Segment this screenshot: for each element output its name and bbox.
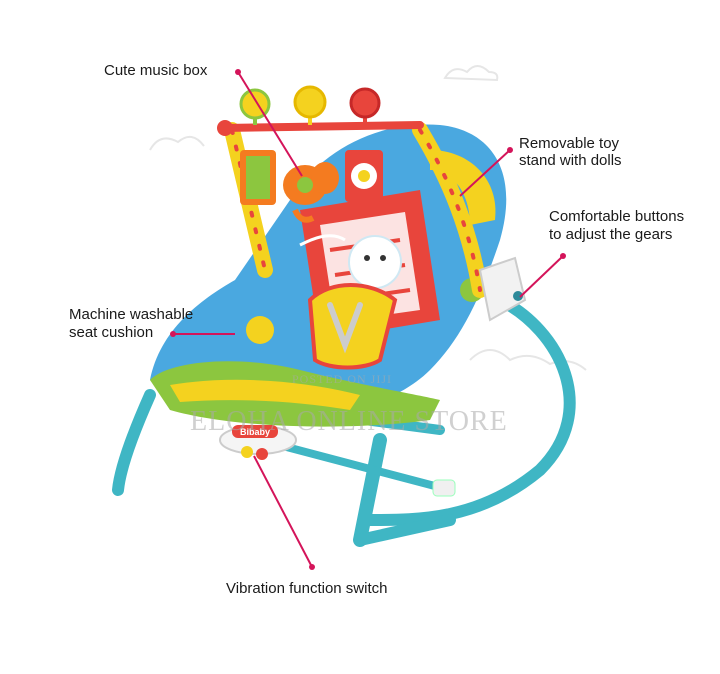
pointer-dots xyxy=(170,69,566,570)
pointer-music-box xyxy=(237,71,303,177)
label-music-box: Cute music box xyxy=(104,62,208,79)
hanging-toys xyxy=(239,85,383,205)
pointer-toy-stand xyxy=(459,149,511,197)
label-cushion-line1: Machine washable xyxy=(69,306,194,323)
rocker-base-frame xyxy=(112,294,576,547)
label-toy-stand-line2: stand with dolls xyxy=(519,152,622,169)
headrest-doll xyxy=(348,235,402,289)
brand-tag: Bibaby xyxy=(240,427,270,437)
music-box-elephant xyxy=(283,162,339,223)
label-buttons-line2: to adjust the gears xyxy=(549,226,673,243)
background-clouds xyxy=(149,65,587,371)
pointer-vibration xyxy=(253,455,313,568)
seat-body xyxy=(150,124,507,427)
brand-tag-bg xyxy=(232,425,278,438)
seat-harness xyxy=(307,283,398,370)
frame-joint xyxy=(432,479,456,497)
watermark-main: ELOHA ONLINE STORE xyxy=(190,406,508,437)
watermark-small: POSTED ON JIJI xyxy=(292,372,393,386)
label-toy-stand-line1: Removable toy xyxy=(519,135,620,152)
label-buttons-line1: Comfortable buttons xyxy=(549,208,685,225)
pointer-lines xyxy=(173,71,564,568)
pointer-buttons xyxy=(519,255,564,298)
label-cushion-line2: seat cushion xyxy=(69,324,154,341)
gear-control-unit xyxy=(478,256,527,322)
label-vibration: Vibration function switch xyxy=(226,580,388,597)
